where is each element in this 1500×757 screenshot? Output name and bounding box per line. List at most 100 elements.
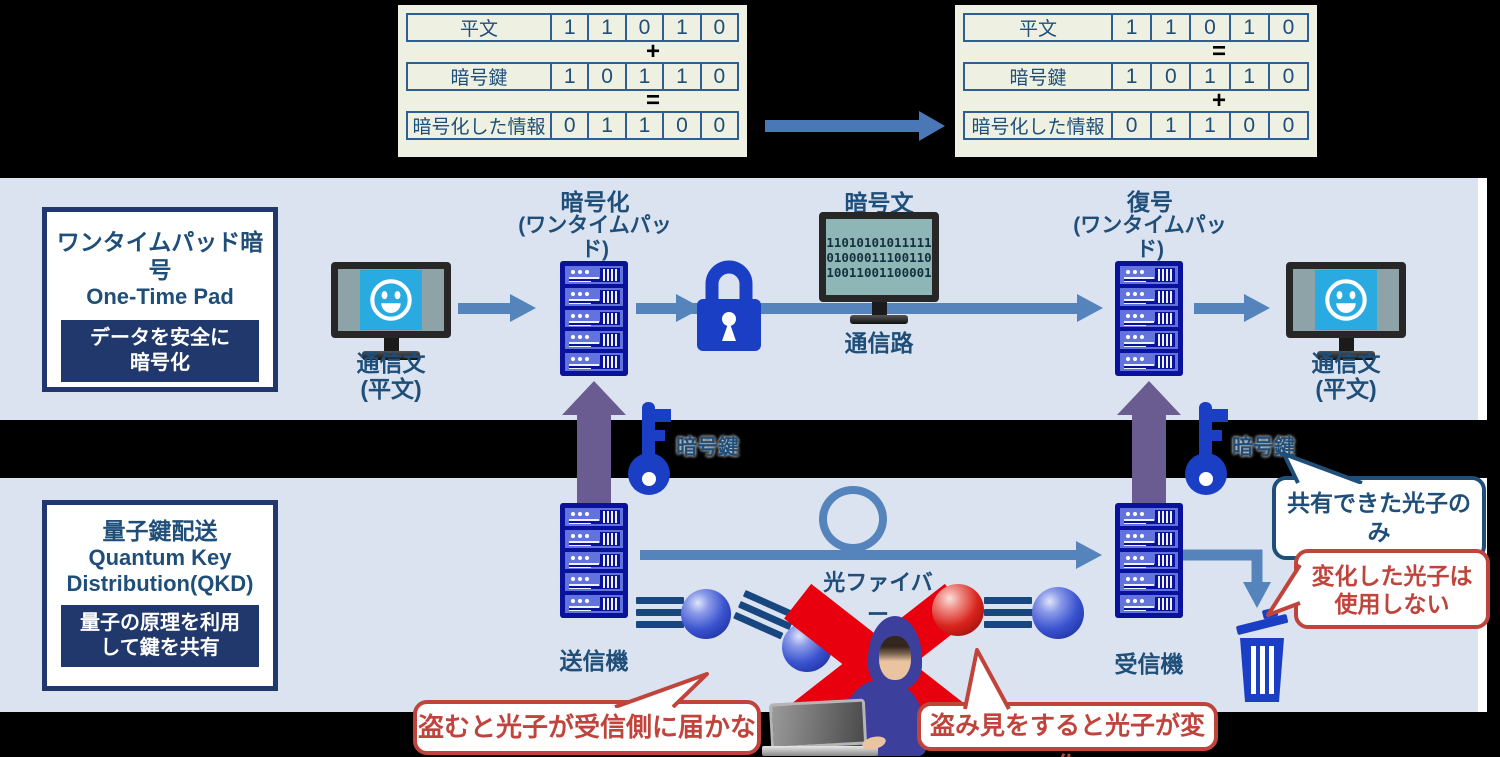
otp-badge-line1: データを安全に [90,327,230,349]
bit-cell: 0 [699,62,740,91]
binary-screen: 11010101011111 01000011100110 1001100110… [819,212,939,302]
bit-cell: 1 [550,13,590,42]
monitor-screen [1286,262,1406,338]
otp-badge-line2: 暗号化 [130,352,190,374]
encrypt-server-icon [560,261,628,376]
bit-cell: 1 [1189,111,1231,140]
equals-operator: = [645,87,660,114]
bubble-pointer [1282,452,1363,484]
monitor-screen [331,262,451,338]
qkd-title-en2: Distribution(QKD) [66,571,254,596]
bit-cell: 1 [1150,111,1192,140]
bubble-pointer [1266,563,1302,617]
bit-cell: 0 [699,13,740,42]
receiver-label: 受信機 [1114,651,1184,677]
bit-cell: 0 [1150,62,1192,91]
laptop-icon [768,698,868,750]
decrypt-label: 復号 (ワンタイムパッド) [1073,189,1227,261]
tables-arrow-icon [765,111,945,141]
hacker-face [879,636,911,680]
key-up-arrow-icon [562,381,626,503]
ciphertext-label: 暗号文 [844,190,914,216]
bit-cell: 1 [587,13,627,42]
sender-message-label: 通信文 (平文) [356,350,426,402]
monitor-base [362,351,420,360]
fiber-label: 光ファイバー [823,570,933,627]
row-label: 平文 [406,13,552,42]
bit-cell: 1 [1150,13,1192,42]
arrow-right-icon [1194,294,1270,322]
encrypt-label: 暗号化 (ワンタイムパッド) [518,189,672,261]
monitor-stand [383,338,399,351]
transmitter-server-icon [560,503,628,618]
callout-changed-photons: 変化した光子は 使用しない [1266,549,1490,629]
table-row: 暗号化した情報 0 1 1 0 0 [406,111,740,140]
photon-trail-icon [984,597,1036,628]
lock-icon [697,257,761,358]
callout-eavesdrop: 盗み見をすると光子が変化 [917,648,1218,757]
key-up-arrow-icon [1117,381,1181,503]
equals-operator: = [1211,38,1226,65]
bit-cell: 0 [550,111,590,140]
qkd-title-en1: Quantum Key [88,545,232,570]
photon-blue-icon [681,589,731,639]
photon-trail-icon [636,597,688,628]
xor-table-left: 平文 1 1 0 1 0 + 暗号鍵 1 0 1 1 0 = 暗号化した情報 0… [398,5,747,157]
callout-shared-photons: 共有できた光子のみ を暗号鍵に使用 [1272,452,1486,574]
bit-cell: 1 [1228,13,1270,42]
fiber-arrow-icon [640,541,1102,569]
row-label: 暗号鍵 [963,62,1113,91]
bit-cell: 1 [587,111,627,140]
qkd-title-ja: 量子鍵配送 [102,518,218,544]
sender-monitor-icon [331,262,451,360]
table-row: 暗号鍵 1 0 1 1 0 [406,62,740,91]
table-row: 暗号化した情報 0 1 1 0 0 [963,111,1310,140]
smiley-icon [360,270,422,330]
bit-cell: 1 [550,62,590,91]
bit-cell: 0 [699,111,740,140]
trash-icon [1234,607,1290,709]
bit-cell: 1 [1111,13,1153,42]
qkd-info-box: 量子鍵配送 Quantum Key Distribution(QKD) 量子の原… [42,500,278,691]
monitor-stand [871,302,887,315]
key-label: 暗号鍵 [676,436,739,459]
row-label: 暗号化した情報 [406,111,552,140]
bit-cell: 1 [662,13,702,42]
otp-title-en: One-Time Pad [86,284,234,309]
bit-cell: 1 [1111,62,1153,91]
bit-cell: 1 [662,62,702,91]
qkd-badge: 量子の原理を利用 して鍵を共有 [61,605,259,667]
xor-table-right: 平文 1 1 0 1 0 = 暗号鍵 1 0 1 1 0 + 暗号化した情報 0… [955,5,1317,157]
row-label: 暗号鍵 [406,62,552,91]
bit-cell: 1 [624,111,665,140]
xor-operator: + [645,38,660,65]
monitor-base [1317,351,1375,360]
channel-arrow-icon [636,294,1103,322]
bit-cell: 0 [1111,111,1153,140]
table-row: 平文 1 1 0 1 0 [406,13,740,42]
ciphertext-monitor-icon: 11010101011111 01000011100110 1001100110… [819,212,939,324]
bit-cell: 0 [1267,62,1310,91]
bit-cell: 0 [1267,111,1310,140]
decrypt-server-icon [1115,261,1183,376]
fiber-loop-icon [819,486,887,552]
row-label: 平文 [963,13,1113,42]
bit-cell: 0 [1228,111,1270,140]
row-label: 暗号化した情報 [963,111,1113,140]
receiver-message-label: 通信文 (平文) [1311,350,1381,402]
key-label: 暗号鍵 [1232,436,1295,459]
laptop-keyboard [762,746,878,756]
monitor-stand [1338,338,1354,351]
key-icon [1184,397,1230,502]
table-row: 平文 1 1 0 1 0 [963,13,1310,42]
qkd-badge-line2: して鍵を共有 [100,637,220,659]
bit-cell: 0 [587,62,627,91]
bit-cell: 1 [1228,62,1270,91]
otp-title-ja: ワンタイムパッド暗号 [56,229,264,283]
channel-label: 通信路 [844,330,914,356]
receiver-server-icon [1115,503,1183,618]
bubble-pointer [614,672,709,708]
bit-cell: 0 [662,111,702,140]
otp-info-box: ワンタイムパッド暗号 One-Time Pad データを安全に 暗号化 [42,207,278,392]
